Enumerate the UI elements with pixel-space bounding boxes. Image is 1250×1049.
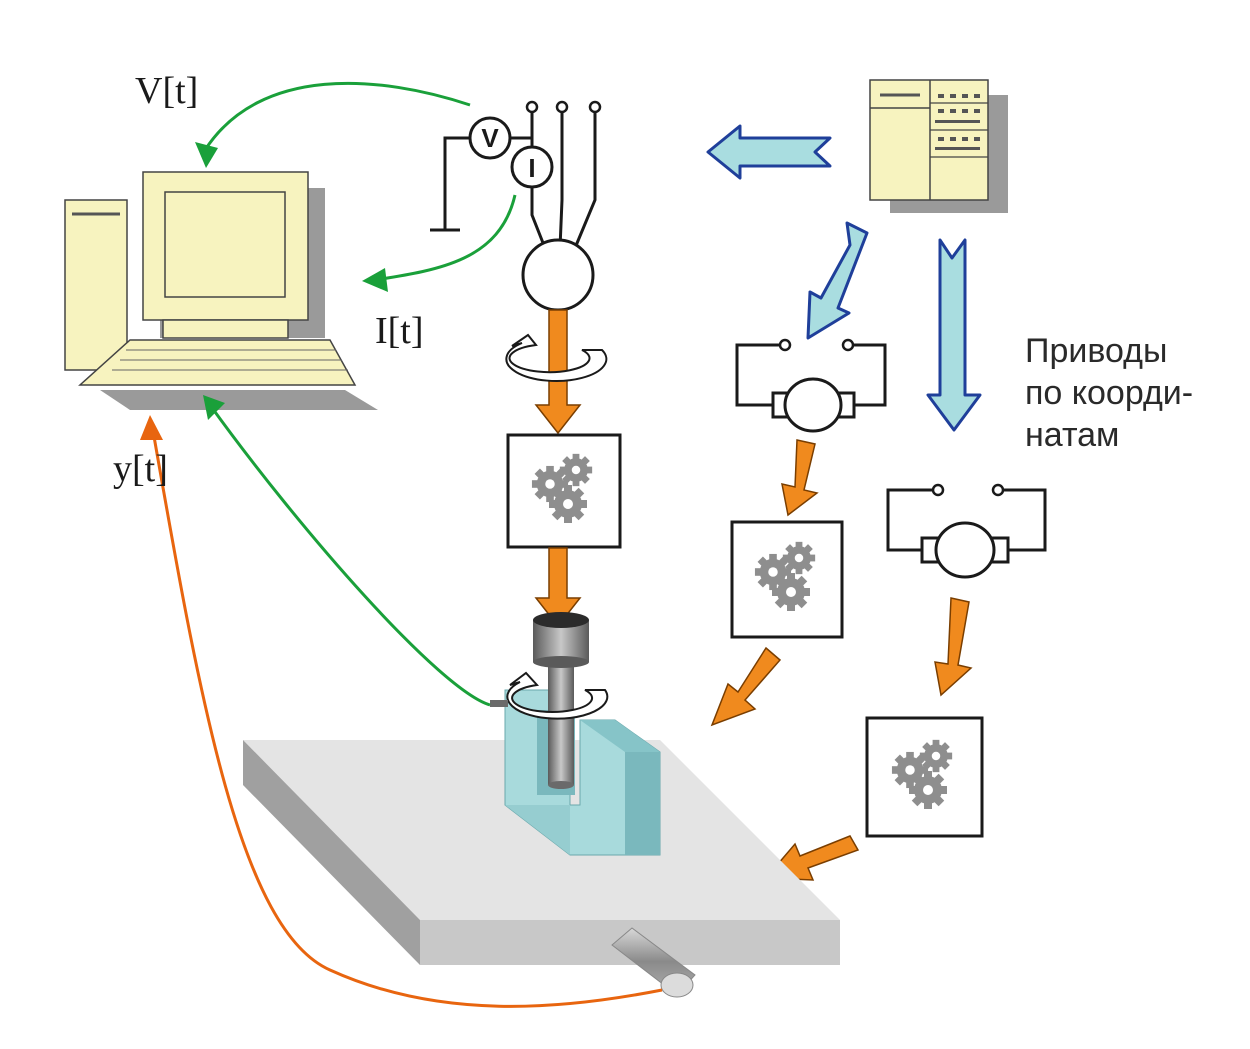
voltage-signal-line [195, 81, 471, 168]
power-arrow-drive-1 [781, 439, 819, 517]
computer-icon [64, 171, 378, 410]
gearbox-icon [865, 716, 984, 838]
table-rod [611, 927, 696, 998]
cnc-controller-icon [869, 79, 1008, 213]
current-signal-line [362, 194, 517, 292]
rotation-arrow-icon [505, 333, 608, 382]
control-arrow-down [926, 238, 982, 432]
measurement-circuit [430, 100, 602, 249]
spindle-motor-icon [521, 238, 595, 312]
gearbox-icon [506, 433, 622, 549]
drives-caption: Приводы по коорди- натам [1025, 330, 1193, 456]
feedback-signal-line [140, 415, 663, 1008]
power-arrow-drive-1-out [710, 646, 782, 727]
power-arrow-drive-2 [934, 597, 973, 697]
ammeter-symbol: I [528, 153, 535, 183]
control-arrow-diagonal [806, 221, 869, 340]
voltage-label: V[t] [135, 70, 199, 112]
sensor-signal-line [203, 395, 491, 707]
drives-caption-line-3: натам [1025, 416, 1120, 454]
drives-caption-line-2: по коорди- [1025, 374, 1194, 412]
dc-motor-icon [886, 483, 1047, 579]
cutting-tool-icon [533, 612, 589, 789]
sensor-icon [490, 700, 508, 707]
voltmeter-symbol: V [481, 123, 499, 153]
current-label: I[t] [375, 310, 424, 352]
control-arrow-left [706, 124, 832, 180]
gearbox-icon [730, 520, 844, 639]
voltmeter-icon: V [468, 116, 512, 160]
power-arrow-main-2 [534, 547, 582, 628]
drives-caption-line-1: Приводы [1025, 332, 1168, 370]
output-label: y[t] [113, 448, 168, 490]
rotation-arrow-icon [506, 671, 609, 720]
ammeter-icon: I [510, 145, 554, 189]
dc-motor-icon [735, 338, 887, 433]
